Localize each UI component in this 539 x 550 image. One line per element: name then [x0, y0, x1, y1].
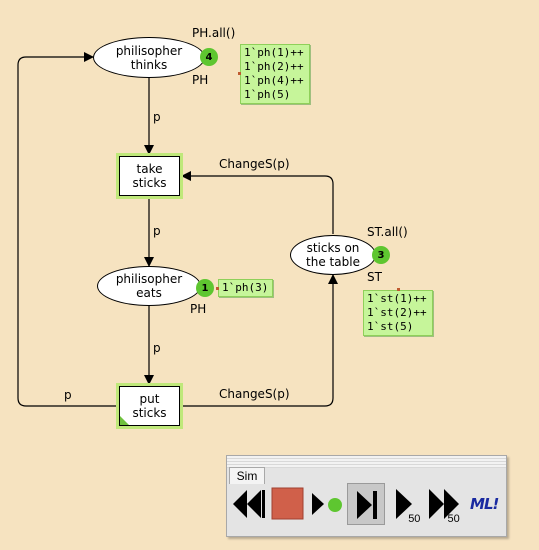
single-step-button[interactable] [346, 483, 386, 525]
marking-line: 1`ph(2)++ [244, 60, 304, 73]
rewind-button[interactable] [229, 483, 267, 525]
transition-put-sticks[interactable]: put sticks [119, 386, 180, 426]
marking-line: 1`st(5) [367, 320, 414, 333]
arc-label-thinks-take[interactable]: p [153, 110, 161, 124]
arc-sticks-take[interactable] [181, 171, 334, 234]
stop-icon [271, 487, 304, 520]
toolbox-drag-handle[interactable] [227, 456, 506, 468]
play-single-icon [311, 493, 342, 515]
step-icon [356, 491, 377, 519]
ml-evaluate-button[interactable]: ML! [465, 483, 503, 525]
arc-label-put-thinks[interactable]: p [64, 388, 72, 402]
sticks-init-expression[interactable]: ST.all() [367, 225, 408, 239]
place-philosopher-thinks[interactable]: philisopher thinks [93, 37, 205, 78]
sim-tools-row: 50 50 ML! [229, 483, 504, 525]
thinks-marking[interactable]: 1`ph(1)++ 1`ph(2)++ 1`ph(4)++ 1`ph(5) [240, 44, 310, 104]
thinks-token-count[interactable]: 4 [200, 48, 218, 66]
marking-line: 1`st(2)++ [367, 306, 427, 319]
step-count-label: 50 [447, 513, 460, 525]
rewind-icon [233, 490, 265, 518]
marking-anchor-icon [397, 288, 400, 291]
ml-evaluate-icon: ML! [470, 495, 499, 513]
arc-put-sticks[interactable] [181, 274, 338, 407]
thinks-colorset[interactable]: PH [192, 73, 209, 87]
arc-label-eats-put[interactable]: p [153, 341, 161, 355]
play-50-steps-button[interactable]: 50 [386, 483, 424, 525]
eats-colorset[interactable]: PH [190, 302, 207, 316]
marking-anchor-icon [216, 287, 219, 290]
take-enabled-corner-icon [120, 186, 129, 195]
sim-toolbox[interactable]: Sim [226, 455, 507, 537]
arc-put-thinks[interactable] [17, 52, 118, 407]
arc-label-sticks-take[interactable]: ChangeS(p) [219, 157, 290, 171]
play-50-icon [396, 489, 413, 519]
sticks-colorset[interactable]: ST [367, 270, 382, 284]
arc-label-put-sticks[interactable]: ChangeS(p) [219, 387, 290, 401]
sticks-marking[interactable]: 1`st(1)++ 1`st(2)++ 1`st(5) [363, 290, 433, 336]
marking-line: 1`st(1)++ [367, 292, 427, 305]
eats-token-count[interactable]: 1 [196, 279, 214, 297]
marking-anchor-icon [238, 72, 241, 75]
fast-forward-50-button[interactable]: 50 [425, 483, 463, 525]
step-count-label: 50 [408, 513, 421, 525]
marking-line: 1`ph(1)++ [244, 46, 304, 59]
fast-forward-50-icon [429, 489, 460, 519]
transition-take-sticks[interactable]: take sticks [119, 156, 180, 196]
place-sticks-on-table[interactable]: sticks on the table [290, 235, 376, 275]
put-sticks-label: put sticks [132, 392, 167, 420]
marking-line: 1`ph(3) [222, 281, 269, 294]
eats-marking[interactable]: 1`ph(3) [218, 279, 273, 297]
play-single-step-button[interactable] [308, 483, 346, 525]
place-philosopher-eats[interactable]: philisopher eats [97, 266, 201, 306]
stop-button[interactable] [268, 483, 306, 525]
enabled-corner-icon [120, 416, 129, 425]
marking-line: 1`ph(4)++ [244, 74, 304, 87]
thinks-init-expression[interactable]: PH.all() [192, 26, 236, 40]
tab-sim[interactable]: Sim [229, 467, 265, 484]
marking-line: 1`ph(5) [244, 88, 291, 101]
arc-label-take-eats[interactable]: p [153, 224, 161, 238]
sticks-token-count[interactable]: 3 [372, 246, 390, 264]
